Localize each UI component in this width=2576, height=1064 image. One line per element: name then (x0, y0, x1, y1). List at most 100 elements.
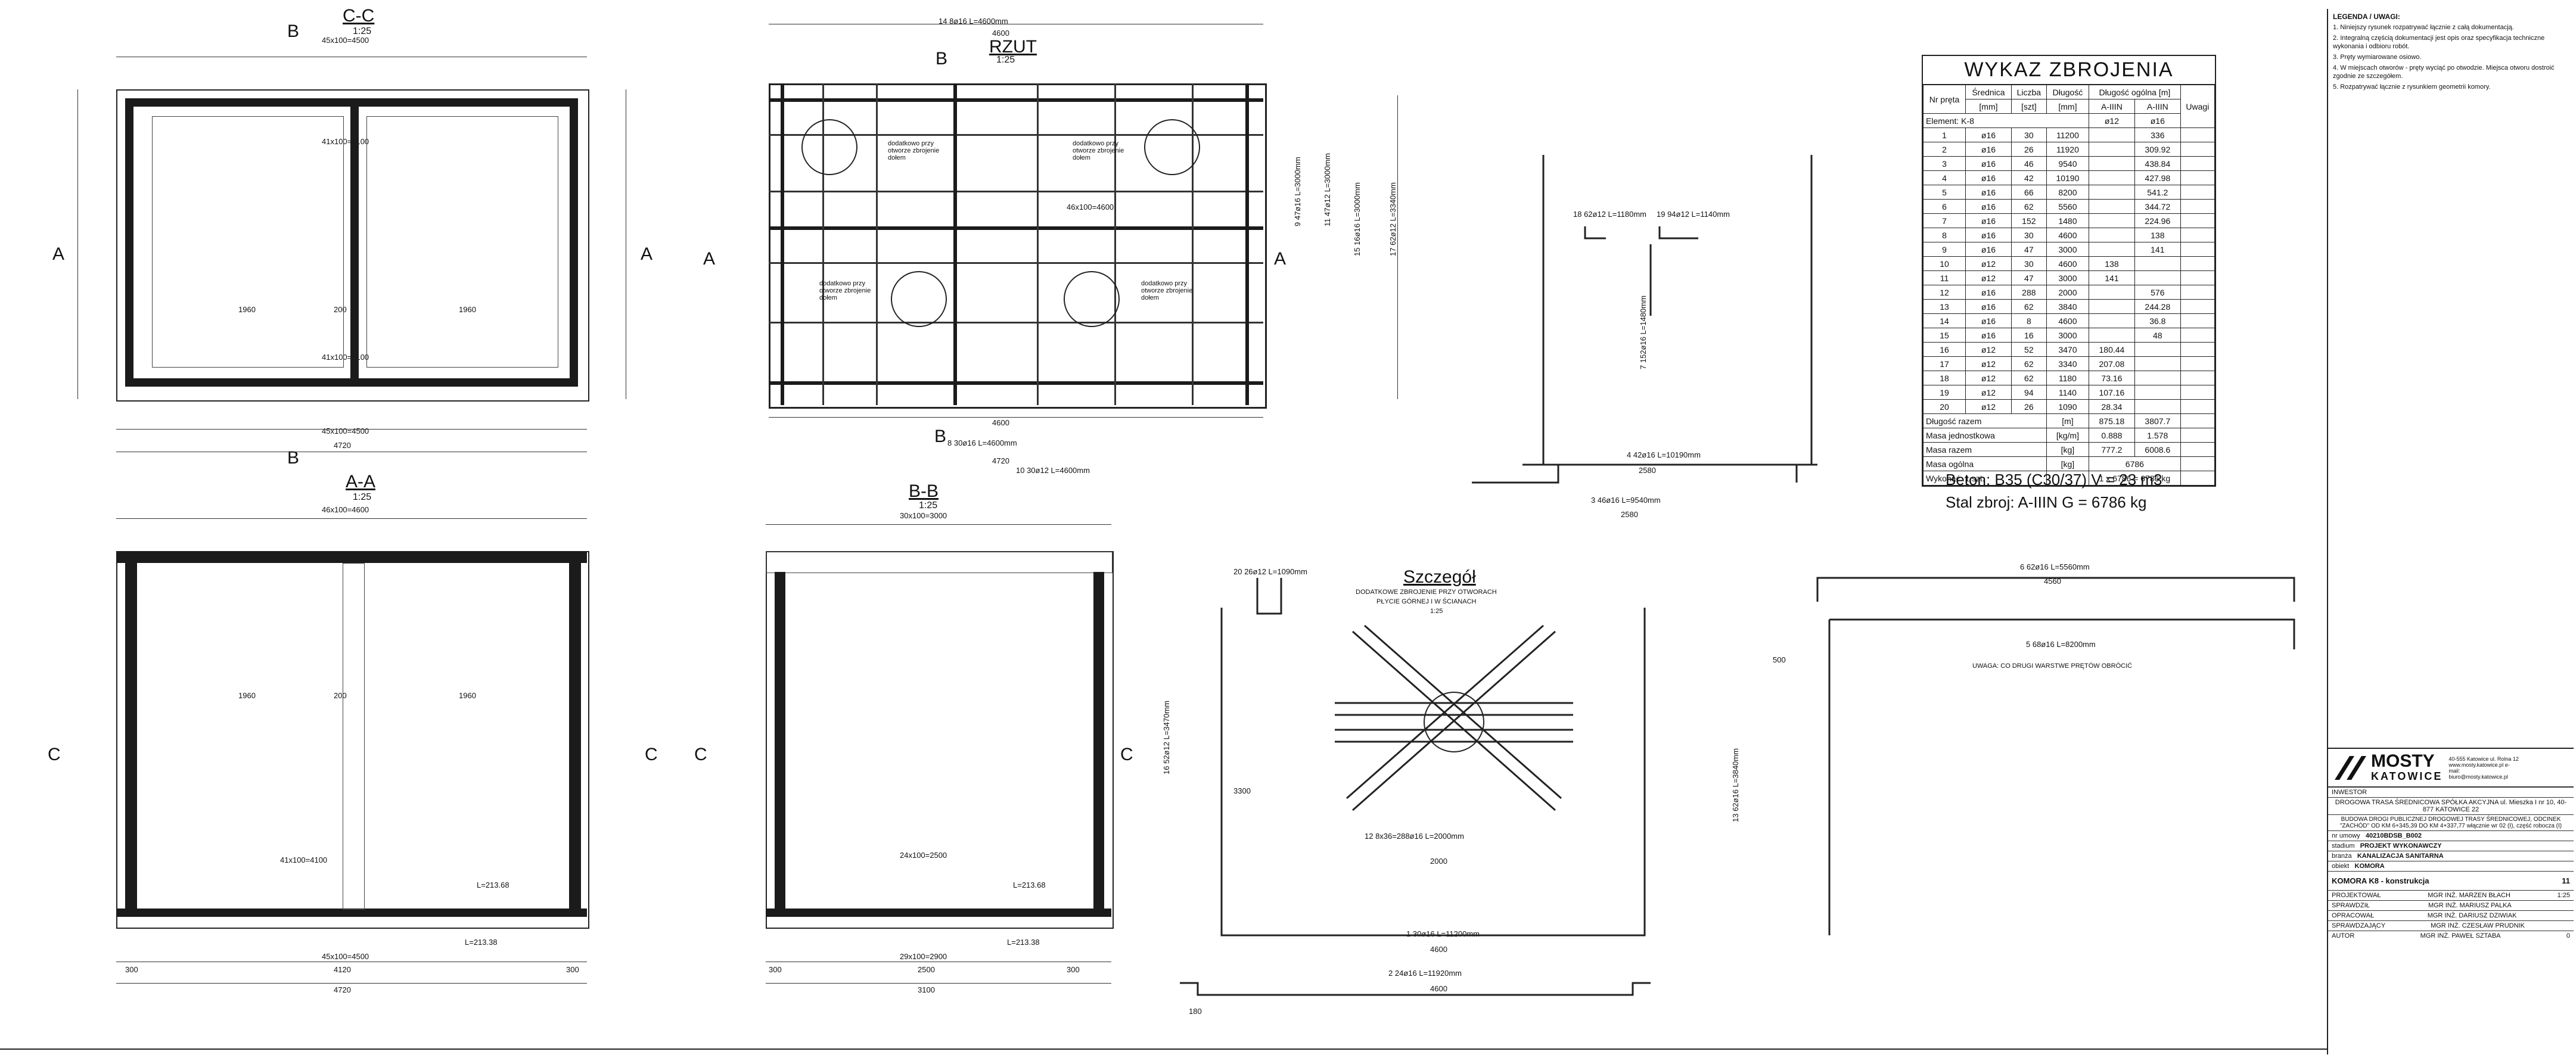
rebar-line (822, 83, 824, 405)
rzut-note: dodatkowo przy otworze zbrojenie dołem (1073, 140, 1124, 161)
table-cell (2180, 228, 2215, 242)
summary-unit: [kg] (2046, 456, 2089, 471)
bar-label: 20 26ø12 L=1090mm (1233, 567, 1307, 576)
table-cell (2180, 213, 2215, 228)
company-address: 40-555 Katowice ul. Rolna 12 www.mosty.k… (2448, 755, 2519, 780)
tb-person-row: OPRACOWAŁ MGR INŻ. DARIUSZ DZIWIAK (2328, 910, 2574, 920)
tb-row: nr umowy 40210BDSB_B002 (2328, 830, 2574, 841)
table-cell (2134, 256, 2181, 271)
table-cell: ø12 (1965, 399, 2012, 414)
table-cell: 52 (2011, 342, 2047, 357)
tb-role: AUTOR (2332, 932, 2355, 939)
dim-label: 46x100=4600 (1067, 203, 1114, 211)
table-cell: 1140 (2046, 385, 2089, 400)
dim-line (77, 89, 78, 399)
table-cell: 5560 (2046, 199, 2089, 214)
dim-line (116, 429, 587, 430)
col-header: Nr pręta (1922, 85, 1966, 114)
bb-outer-wall (766, 551, 1114, 929)
section-aa-title: A-A (346, 472, 376, 491)
bar-label: 6 62ø16 L=5560mm (2020, 562, 2090, 571)
table-cell: 3000 (2046, 270, 2089, 285)
table-cell: 26 (2011, 399, 2047, 414)
cut-mark-left: A (52, 244, 65, 264)
table-cell: 8200 (2046, 185, 2089, 200)
dim-label: 2580 (1639, 466, 1656, 475)
table-cell (2134, 399, 2181, 414)
table-cell (2180, 313, 2215, 328)
col-header: Długość ogólna [m] (2088, 85, 2181, 99)
summary-label: Wykonać: 1 szt. (1923, 471, 2047, 486)
col-header: Średnica (1965, 85, 2012, 99)
table-cell: 62 (2011, 199, 2047, 214)
table-cell: 141 (2134, 242, 2181, 257)
drawing-number: 11 (2562, 876, 2570, 885)
dim-label: 2000 (1430, 857, 1447, 866)
table-cell (2180, 170, 2215, 185)
table-cell (2088, 228, 2135, 242)
summary-label: Masa ogólna (1923, 456, 2047, 471)
dim-label: 1960 (238, 305, 256, 314)
cut-mark-top: B (287, 21, 300, 41)
table-cell: 20 (1922, 399, 1966, 414)
section-cc-scale: 1:25 (353, 26, 372, 36)
bar-label: 12 8x36=288ø16 L=2000mm (1365, 832, 1464, 841)
table-cell (2180, 385, 2215, 400)
bb-left-wall (775, 572, 785, 909)
section-bb-scale: 1:25 (919, 500, 938, 511)
rzut-note: dodatkowo przy otworze zbrojenie dołem (1141, 280, 1193, 301)
table-cell (2134, 385, 2181, 400)
summary-row: Masa ogólna[kg]6786 (1923, 456, 2215, 471)
tb-revision: 0 (2566, 932, 2570, 939)
table-cell: ø16 (1965, 242, 2012, 257)
summary-label: Masa jednostkowa (1923, 428, 2047, 443)
company-logo-icon (2335, 755, 2366, 780)
bar-label: 13 62ø16 L=3840mm (1731, 748, 1740, 822)
table-cell (2180, 442, 2215, 457)
summary-value: 6008.6 (2134, 442, 2181, 457)
table-cell: 9540 (2046, 156, 2089, 171)
steel-spec: Stal zbroj: A-IIIN G = 6786 kg (1946, 493, 2147, 511)
detail-subtitle: DODATKOWE ZBROJENIE PRZY OTWORACH (1356, 589, 1497, 596)
bar-shapes-upper (1472, 155, 1817, 484)
title-block: MOSTY KATOWICE 40-555 Katowice ul. Rolna… (2328, 748, 2574, 1056)
table-cell (2134, 371, 2181, 385)
table-cell: 3000 (2046, 242, 2089, 257)
unit: [mm] (2046, 99, 2089, 114)
bar-label: 14 8ø16 L=4600mm (939, 17, 1008, 26)
rzut-note: dodatkowo przy otworze zbrojenie dołem (888, 140, 940, 161)
table-cell: ø16 (1965, 127, 2012, 142)
bar-label: 17 62ø12 L=3340mm (1388, 182, 1397, 256)
table-cell: ø12 (1965, 371, 2012, 385)
summary-label: Długość razem (1923, 413, 2047, 428)
table-cell (2180, 242, 2215, 257)
dim-label: 4560 (2044, 577, 2061, 586)
tb-row-value: 40210BDSB_B002 (2365, 832, 2422, 839)
table-cell: 1 (1922, 127, 1966, 142)
dim-label: 3100 (918, 985, 935, 994)
dim-line (1397, 95, 1398, 399)
cut-mark-right: C (645, 745, 658, 764)
bar-label: 9 47ø16 L=3000mm (1293, 157, 1302, 226)
summary-unit: [kg/m] (2046, 428, 2089, 443)
table-cell: 11200 (2046, 127, 2089, 142)
bar-label: 3 46ø16 L=9540mm (1591, 496, 1661, 505)
table-cell: ø16 (1965, 213, 2012, 228)
dim-label: L=213.68 (477, 881, 509, 889)
bar-label: 2 24ø16 L=11920mm (1388, 969, 1462, 978)
tb-person-row: SPRAWDZAJĄCY MGR INŻ. CZESŁAW PRUDNIK (2328, 920, 2574, 931)
tb-person-row: AUTOR MGR INŻ. PAWEŁ SZTABA 0 (2328, 931, 2574, 941)
table-cell: 107.16 (2088, 385, 2135, 400)
section-rzut-scale: 1:25 (996, 55, 1015, 65)
rebar-line (1037, 83, 1039, 405)
table-cell (2180, 428, 2215, 443)
table-cell: 152 (2011, 213, 2047, 228)
cc-right-wall-bar (570, 98, 578, 387)
